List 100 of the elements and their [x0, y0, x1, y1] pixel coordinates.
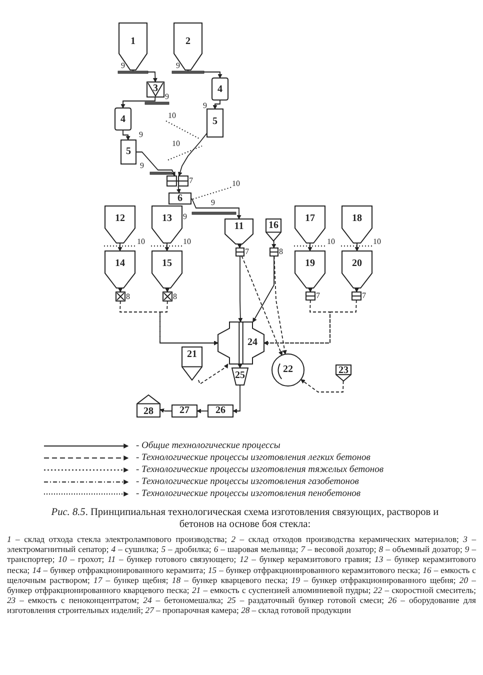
- tank: [266, 219, 281, 241]
- equipment-number: 5: [212, 117, 218, 128]
- part-number: 9: [176, 62, 180, 70]
- figure-caption: Рис. 8.5. Принципиальная технологическая схема изготовления связующих, растворов и бетонов на основе боя стекла:: [50, 507, 440, 531]
- hopper-bunker: [105, 251, 135, 288]
- separator: [147, 82, 164, 97]
- mixer-circle: [272, 354, 304, 386]
- hopper-bunker: [152, 251, 182, 288]
- legend-text: 1 – склад отхода стекла электролампового производства; 2 – склад отходов производства керамических материалов; 3 – электромагнитный сепатор; 4 – сушилка; 5 – дробилка; 6 – шаровая мельница; 7 – весовой дозатор; 8 – объемный дозатор; 9 – транспортер; 10 – грохот; 11 – бункер готового связующего; 12 – бункер керамзитового гравия; 13 – бункер керамзитового песка; 14 – бункер отфракционированного керамзита; 15 – бункер отфракционированного керамзитового песка; 16 – емкость с щелочным раствором; 17 – бункер щебня; 18 – бункер кварцевого песка; 19 – бункер отфракционированного щебня; 20 – бункер отфракционированного кварцевого песка; 21 – емкость с суспензией алюминиевой пудры; 22 – скоростной смеситель; 23 – емкость с пеноконцентратом; 24 – бетономешалка; 25 – раздаточный бункер готовой смеси; 26 – оборудование для изготовления строительных изделий; 27 – пропарочная камера; 28 – склад готовой продукции: [7, 534, 476, 616]
- flow-arrow: [308, 288, 313, 293]
- equipment-number: 7: [245, 248, 249, 256]
- dryer-unit: [115, 108, 131, 130]
- part-number: 9: [121, 62, 125, 70]
- flow-arrow: [252, 256, 274, 322]
- equipment-number: 16: [268, 220, 280, 231]
- equipment-number: 25: [234, 370, 246, 381]
- hopper-bunker: [295, 206, 325, 243]
- hopper-bunker: [342, 206, 372, 243]
- equipment-number: 1: [130, 37, 136, 48]
- equipment-box: [121, 140, 136, 164]
- tank: [336, 365, 351, 381]
- legend-label: - Технологические процессы изготовления газобетонов: [136, 477, 359, 487]
- equipment-number: 8: [173, 292, 177, 300]
- legend-label: - Общие технологические процессы: [136, 441, 280, 451]
- flow-arrow: [165, 288, 170, 293]
- part-number: 10: [327, 238, 335, 246]
- flow-arrow: [120, 96, 156, 109]
- equipment-number: 23: [338, 366, 350, 376]
- equipment-number: 28: [142, 407, 154, 418]
- tank: [182, 347, 202, 380]
- part-number: 9: [165, 93, 169, 101]
- part-number: 10: [168, 112, 176, 120]
- hopper-bunker: [342, 251, 372, 288]
- equipment-number: 7: [316, 292, 320, 300]
- equipment-number: 3: [152, 84, 159, 94]
- hopper-bunker: [105, 206, 135, 243]
- part-number: 10: [232, 180, 240, 188]
- flow-arrow: [272, 240, 276, 249]
- flow-arrow: [159, 408, 172, 413]
- equipment-number: 8: [126, 292, 130, 300]
- equipment-number: 19: [304, 259, 316, 270]
- part-number: 9: [211, 199, 215, 207]
- flow-arrow: [196, 408, 208, 414]
- equipment-number: 22: [282, 365, 294, 376]
- equipment-number: 7: [189, 177, 193, 185]
- storage-silo: [174, 23, 202, 70]
- flow-arrow: [118, 288, 123, 293]
- flow-arrow: [190, 198, 242, 220]
- flow-arrow: [354, 242, 360, 252]
- equipment-box: [169, 193, 191, 204]
- dryer-unit: [212, 78, 228, 100]
- equipment-number: 26: [214, 406, 226, 416]
- equipment-number: 13: [161, 214, 173, 224]
- equipment-number: 7: [362, 292, 366, 300]
- part-number: 10: [183, 238, 191, 246]
- storage-silo: [119, 23, 147, 70]
- equipment-number: 20: [351, 259, 363, 270]
- flow-arrow: [238, 364, 242, 369]
- flow-arrow: [354, 288, 359, 293]
- equipment-number: 14: [114, 259, 126, 270]
- flow-arrow: [164, 242, 170, 252]
- hopper-bunker: [225, 219, 253, 244]
- part-number: 9: [139, 131, 143, 139]
- equipment-number: 4: [216, 84, 224, 95]
- legend-label: - Технологические процессы изготовления пенобетонов: [136, 489, 361, 499]
- concrete-mixer: [218, 322, 264, 364]
- equipment-box: [208, 405, 233, 417]
- flow-arrow: [212, 100, 220, 110]
- warehouse: [137, 395, 160, 417]
- part-number: 9: [203, 102, 207, 110]
- equipment-number: 27: [178, 406, 190, 416]
- equipment-number: 24: [246, 338, 258, 348]
- flow-arrow: [237, 244, 242, 249]
- legend-label: - Технологические процессы изготовления тяжелых бетонов: [136, 465, 384, 475]
- equipment-number: 12: [114, 214, 126, 224]
- flow-arrow: [232, 384, 240, 414]
- hopper: [232, 368, 248, 385]
- equipment-number: 2: [184, 37, 192, 48]
- equipment-box: [207, 109, 223, 137]
- part-number: 10: [137, 238, 145, 246]
- flow-arrow: [118, 242, 122, 252]
- flow-arrow: [263, 300, 357, 346]
- flow-arrow: [176, 186, 181, 194]
- part-number: 9: [140, 162, 144, 170]
- flow-arrow: [122, 130, 130, 141]
- equipment-number: 11: [233, 222, 245, 232]
- flow-arrow: [198, 364, 228, 385]
- equipment-number: 18: [351, 214, 363, 224]
- equipment-number: 21: [186, 350, 198, 360]
- flow-arrow: [136, 152, 176, 176]
- equipment-number: 5: [125, 147, 132, 158]
- hopper-bunker: [295, 251, 325, 288]
- flow-arrow: [300, 379, 344, 392]
- flow-arrow: [238, 256, 243, 323]
- equipment-number: 17: [304, 214, 316, 224]
- equipment-number: 6: [176, 194, 184, 204]
- flow-arrow: [274, 256, 287, 355]
- equipment-box: [172, 405, 197, 417]
- equipment-number: 15: [161, 259, 173, 270]
- part-number: 10: [373, 238, 381, 246]
